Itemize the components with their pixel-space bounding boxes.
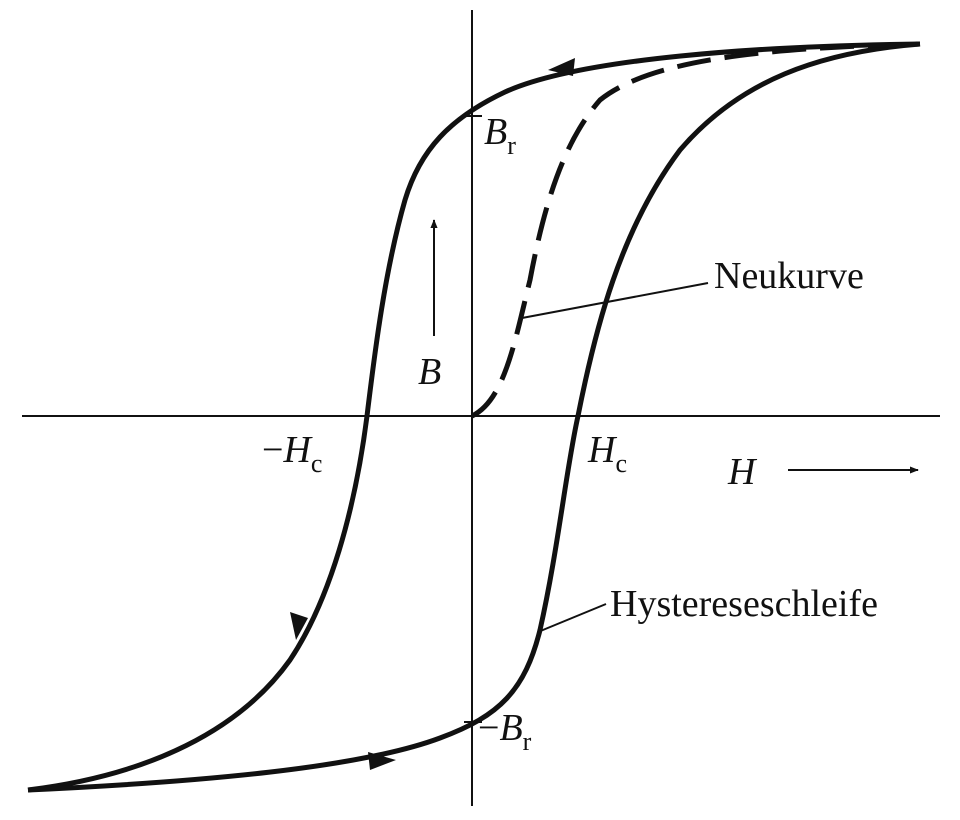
neukurve-leader [521, 282, 709, 319]
br-label: Br [484, 111, 516, 160]
hystereseschleife-label: Hystereseschleife [610, 583, 878, 625]
virgin-curve [470, 41, 921, 419]
arrow-right-icon [368, 752, 396, 770]
neg-hc-label: −Hc [262, 429, 322, 478]
hysteresis-lower-branch [27, 41, 921, 793]
hystereseschleife-leader [537, 603, 607, 633]
arrow-upper-left-icon [548, 58, 575, 76]
neukurve-label: Neukurve [714, 255, 864, 297]
h-axis-label: H [727, 451, 758, 493]
b-axis-label: B [418, 351, 441, 393]
hysteresis-upper-branch [27, 41, 921, 793]
arrow-down-icon [290, 612, 308, 640]
neg-br-label: −Br [478, 707, 532, 756]
hc-label: Hc [587, 429, 627, 478]
